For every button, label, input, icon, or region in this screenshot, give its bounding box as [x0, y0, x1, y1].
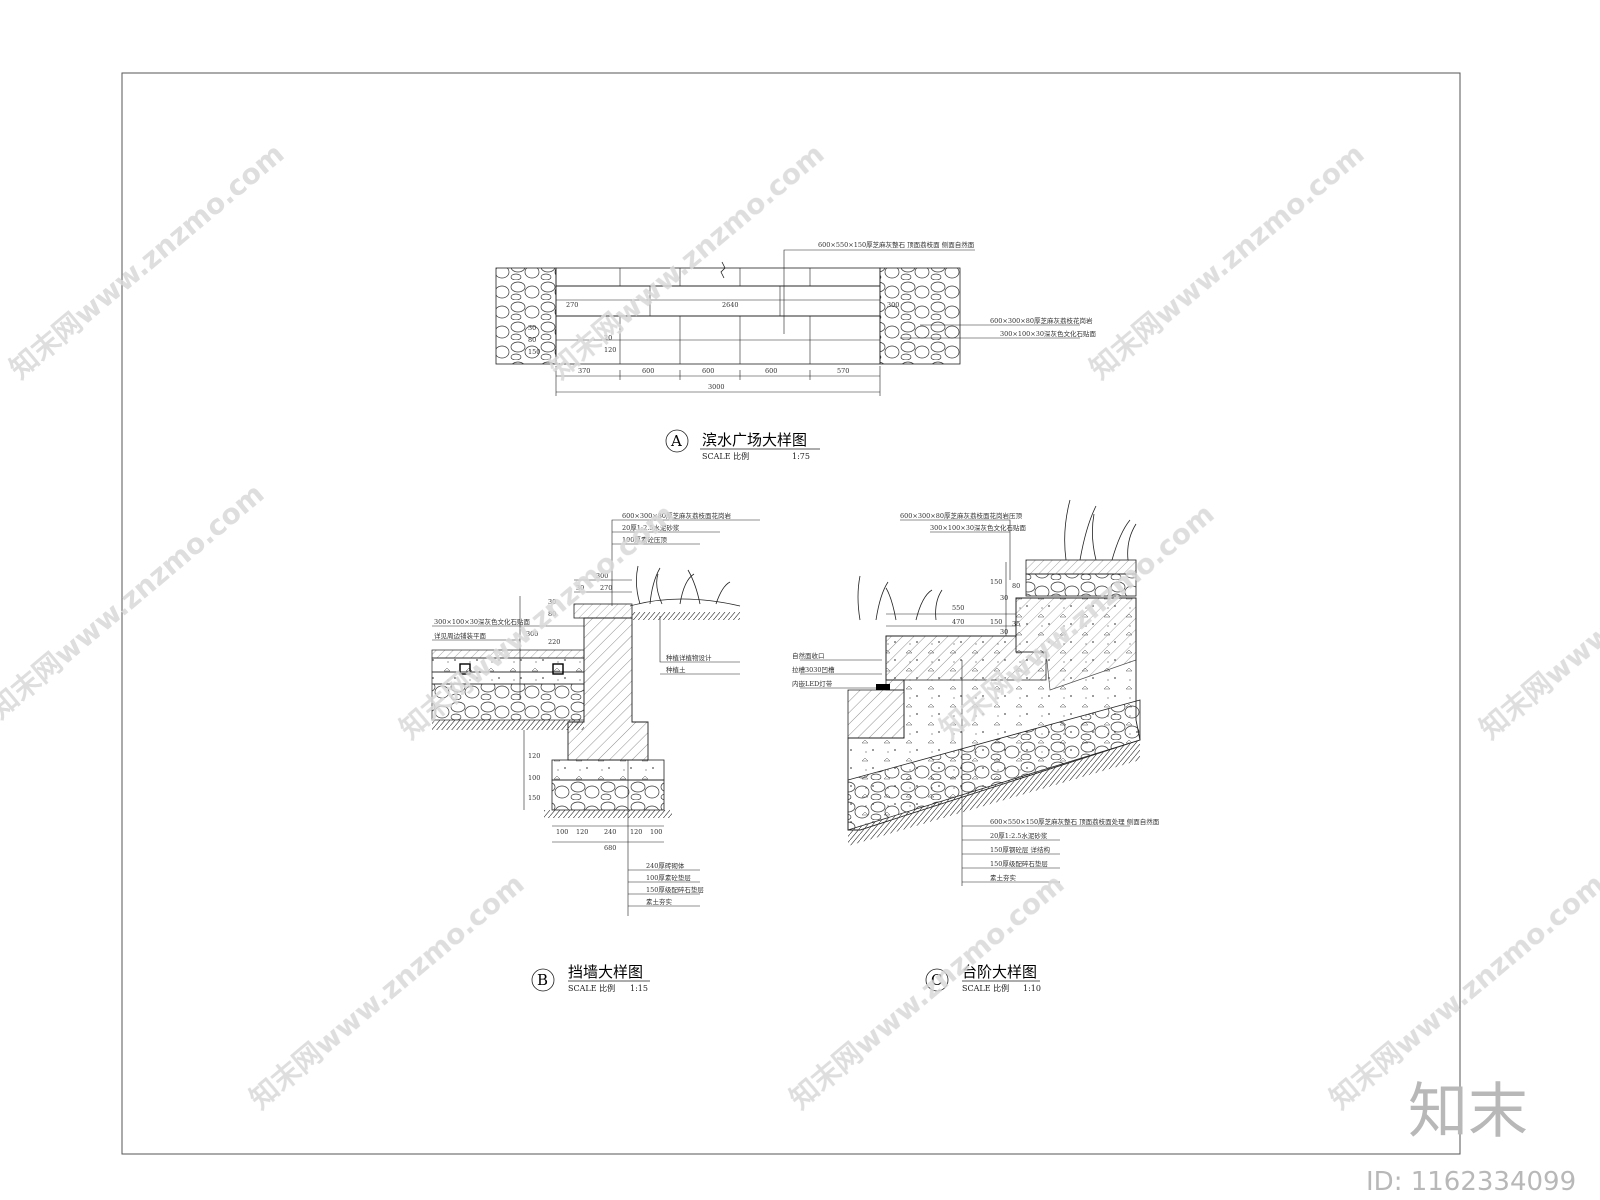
watermark-8: 知末网www.znzmo.com: [243, 867, 530, 1115]
watermark-2: 知末网www.znzmo.com: [543, 137, 830, 385]
detail-b-note-right-1: 种植详植物设计: [666, 653, 712, 662]
detail-b-note-right-2: 种植土: [666, 665, 686, 674]
detail-b-dim-bottom-4: 100: [650, 828, 662, 836]
watermark-logo: 知末: [1408, 1077, 1528, 1147]
detail-b-dim-bottom-3: 120: [630, 828, 642, 836]
detail-a-dim-m1: 2640: [722, 301, 739, 309]
detail-a-dim-b0: 370: [578, 367, 590, 375]
detail-b-dim-top-0: 300: [596, 572, 608, 580]
detail-a-dim-m0: 270: [566, 301, 578, 309]
watermark-4: 知末网www.znzmo.com: [0, 477, 270, 725]
detail-a-note-1: 600×550×150厚芝麻灰整石 顶面荔枝面 侧面自然面: [818, 240, 975, 249]
detail-c-title: 台阶大样图: [962, 963, 1037, 981]
detail-c-note-left-2: 拉槽3030凹槽: [792, 665, 835, 674]
detail-c-note-top-2: 300×100×30深灰色文化石贴面: [930, 523, 1026, 532]
detail-b-dim-left-3: 300: [526, 630, 538, 638]
detail-c-dim-side-4: 30: [1000, 628, 1008, 636]
detail-a-dim-i1: 120: [604, 346, 616, 354]
detail-b-dim-left-0: 30: [548, 598, 556, 606]
detail-b-note-left-1: 300×100×30深灰色文化石贴面: [434, 617, 530, 626]
detail-c-dim-side-1: 30: [1000, 594, 1008, 602]
detail-b-note-left-2: 详见周边铺装平面: [434, 631, 487, 640]
detail-b-title: 挡墙大样图: [568, 963, 643, 981]
detail-b-dim-bottom-2: 240: [604, 828, 616, 836]
detail-a-dim-b4: 570: [837, 367, 849, 375]
detail-b-note-bottom-3: 150厚级配碎石垫层: [646, 885, 704, 894]
watermark-3: 知末网www.znzmo.com: [1083, 137, 1370, 385]
detail-a-scale-label: SCALE 比例: [702, 451, 749, 461]
detail-c-note-left-1: 自然面收口: [792, 651, 825, 660]
detail-c-dim-side-3: 150: [990, 618, 1002, 626]
watermark-id: ID: 1162334099: [1366, 1167, 1576, 1197]
detail-c-note-top-1: 600×300×80厚芝麻灰荔枝面花岗岩压顶: [900, 511, 1022, 520]
detail-b-note-bottom-2: 100厚素砼垫层: [646, 873, 691, 882]
detail-c-note-bottom-3: 150厚钢砼层 详结构: [990, 845, 1050, 854]
detail-a-note-2: 600×300×80厚芝麻灰荔枝花岗岩: [990, 316, 1093, 325]
detail-a-dim-l2: 150: [528, 348, 540, 356]
detail-a-dim-total: 3000: [708, 383, 725, 391]
detail-a-title: 滨水广场大样图: [702, 431, 807, 449]
detail-b-note-bottom-4: 素土夯实: [646, 897, 673, 906]
detail-b-dim-left-1: 80: [548, 610, 556, 618]
detail-b-scale-label: SCALE 比例: [568, 983, 615, 993]
detail-b-dim-lower-2: 150: [528, 794, 540, 802]
detail-a-dim-l1: 80: [528, 336, 536, 344]
detail-c-dim-top-0: 550: [952, 604, 964, 612]
detail-c-note-bottom-4: 150厚级配碎石垫层: [990, 859, 1048, 868]
detail-b-note-top-2: 20厚1:2.5水泥砂浆: [622, 523, 680, 532]
detail-c-scale-value: 1:10: [1023, 984, 1041, 993]
watermark-7: 知末网www.znzmo.com: [1473, 497, 1600, 745]
detail-c-note-bottom-2: 20厚1:2.5水泥砂浆: [990, 831, 1048, 840]
detail-c-dim-side-5: 35: [1012, 620, 1020, 628]
detail-b-dim-left-2: 220: [548, 638, 560, 646]
watermark-layer: 知末网www.znzmo.com 知末网www.znzmo.com 知末网www…: [0, 137, 1600, 1115]
detail-b-note-top-1: 600×300×80厚芝麻灰荔枝面花岗岩: [622, 511, 731, 520]
detail-a-dim-i0: 20: [604, 334, 612, 342]
detail-b-marker: B: [537, 971, 548, 989]
detail-c-note-bottom-5: 素土夯实: [990, 873, 1017, 882]
detail-b-dim-total: 680: [604, 844, 616, 852]
detail-a-dim-b1: 600: [642, 367, 654, 375]
detail-a-dim-b3: 600: [765, 367, 777, 375]
detail-c-dim-side-0: 150: [990, 578, 1002, 586]
detail-c-dim-top-1: 470: [952, 618, 964, 626]
detail-b-dim-lower-1: 100: [528, 774, 540, 782]
detail-b-dim-bottom-0: 100: [556, 828, 568, 836]
detail-b-dim-top-2: 30: [576, 584, 584, 592]
detail-c-drawing: [800, 499, 1141, 992]
detail-b-scale-value: 1:15: [630, 984, 648, 993]
detail-b-dim-top-1: 270: [600, 584, 612, 592]
detail-a-marker: A: [670, 432, 682, 450]
detail-b-note-top-3: 100厚素砼压顶: [622, 535, 667, 544]
detail-c-scale-label: SCALE 比例: [962, 983, 1009, 993]
detail-a-dim-m2: 300: [887, 301, 899, 309]
detail-b-dim-bottom-1: 120: [576, 828, 588, 836]
detail-c-marker: C: [931, 971, 942, 989]
detail-c-dim-side-2: 80: [1012, 582, 1020, 590]
sheet-frame: [121, 72, 1461, 1155]
watermark-1: 知末网www.znzmo.com: [3, 137, 290, 385]
detail-a-dim-l0: 30: [528, 324, 536, 332]
detail-a-dim-b2: 600: [702, 367, 714, 375]
detail-b-drawing: [431, 519, 760, 992]
detail-c-note-left-3: 内嵌LED灯带: [792, 679, 833, 688]
detail-a-scale-value: 1:75: [792, 452, 810, 461]
detail-b-note-bottom-1: 240厚砖砌体: [646, 861, 685, 870]
detail-a-note-3: 300×100×30深灰色文化石贴面: [1000, 329, 1096, 338]
detail-a-drawing: [495, 249, 1080, 453]
detail-c-note-bottom-1: 600×550×150厚芝麻灰整石 顶面荔枝面处理 侧面自然面: [990, 817, 1160, 826]
detail-b-dim-lower-0: 120: [528, 752, 540, 760]
